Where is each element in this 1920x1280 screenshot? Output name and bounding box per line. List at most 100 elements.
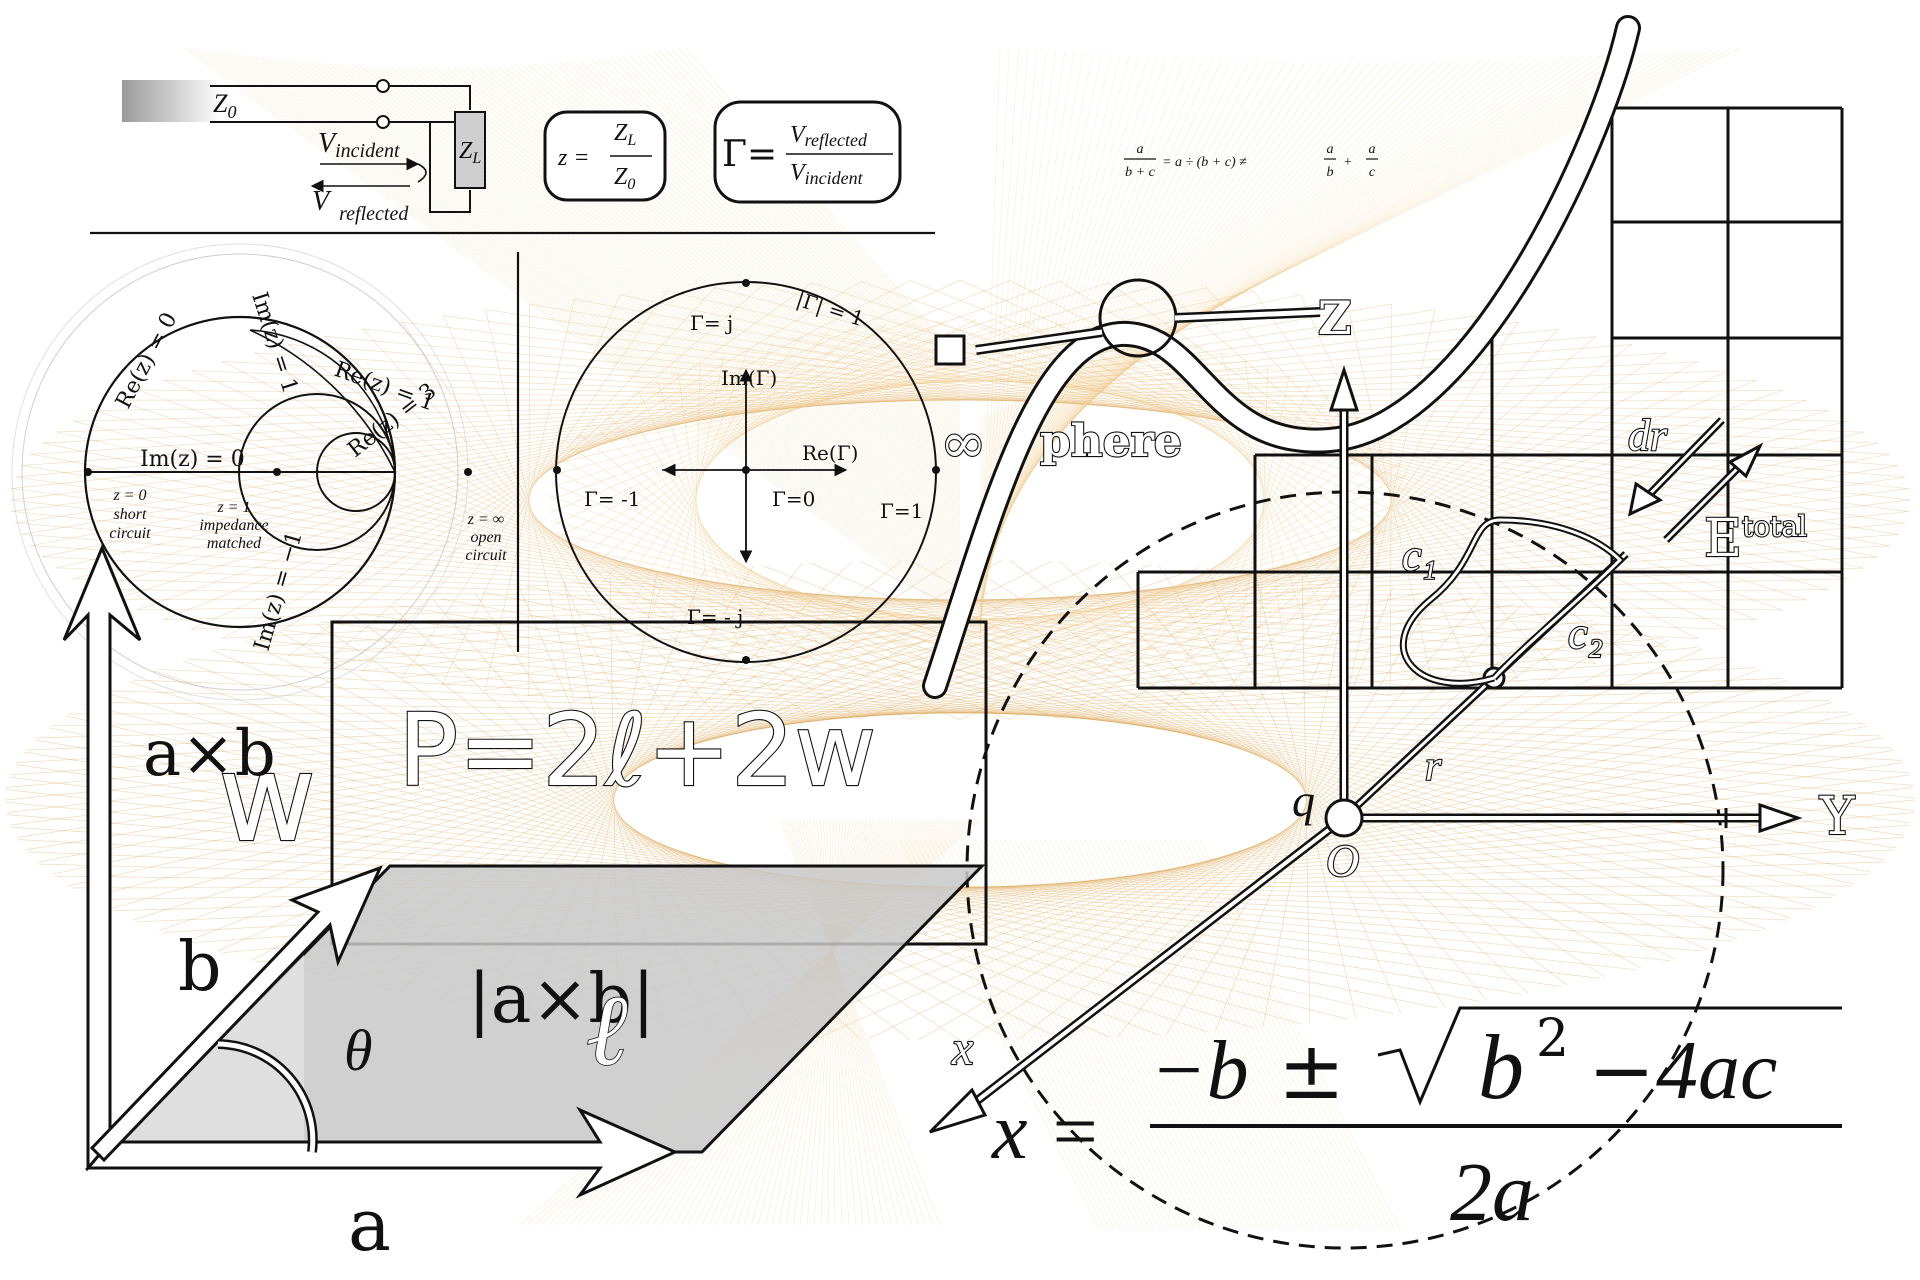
mesh-line: [527, 465, 1899, 697]
mesh-line: [291, 60, 961, 566]
svg-text:matched: matched: [207, 535, 262, 552]
mesh-line: [647, 52, 961, 380]
mesh-line: [979, 55, 1611, 459]
mesh-line: [706, 595, 1345, 640]
svg-text:z = 0: z = 0: [112, 487, 146, 504]
mesh-line: [818, 648, 1703, 1038]
mesh-line: [128, 681, 1256, 1029]
mesh-line: [979, 61, 1445, 509]
mesh-line: [571, 580, 1836, 897]
mesh-line: [1104, 839, 1306, 1231]
mesh-line: [979, 50, 1694, 435]
smith-short-circuit-label: z = 0 short circuit: [109, 487, 151, 542]
mesh-line: [595, 580, 1221, 650]
mesh-line: [860, 560, 1676, 960]
mesh-line: [132, 570, 1248, 921]
mesh-line: [1109, 562, 1488, 1001]
mesh-line: [1157, 284, 1596, 664]
q-label: q: [1292, 775, 1315, 826]
mesh-line: [1084, 839, 1286, 1231]
mesh-line: [837, 537, 1401, 671]
mesh-line: [403, 67, 961, 507]
mesh-line: [401, 290, 668, 679]
mesh-line: [1059, 839, 1261, 1231]
mesh-line: [51, 700, 1830, 727]
mesh-line: [979, 59, 1500, 492]
mesh-line: [528, 303, 530, 697]
mesh-line: [1094, 839, 1296, 1231]
mesh-line: [287, 534, 1899, 656]
mesh-line: [397, 67, 961, 510]
z-axis-label: Z: [1318, 291, 1352, 345]
mesh-line: [622, 55, 961, 393]
mesh-line: [670, 355, 724, 626]
mesh-line: [15, 476, 1436, 691]
mesh-line: [184, 47, 961, 621]
cross-product-diagram: a×b b θ |a×b| ℓ a: [62, 544, 986, 1267]
mesh-line: [1144, 839, 1346, 1231]
mesh-line: [809, 549, 1394, 666]
mesh-line: [761, 564, 1738, 940]
mesh-line: [914, 839, 1116, 1231]
svg-text:short: short: [114, 506, 147, 523]
mesh-line: [672, 49, 961, 367]
mesh-line: [964, 319, 1409, 518]
mesh-line: [582, 568, 1196, 657]
mesh-line: [1204, 328, 1559, 713]
impedance-formula-box: [543, 110, 667, 202]
mesh-line: [979, 58, 1214, 577]
mesh-line: [713, 420, 1847, 713]
mesh-line: [11, 328, 1559, 489]
mesh-line: [591, 422, 848, 672]
mesh-line: [609, 56, 961, 400]
mesh-line: [21, 533, 1632, 656]
svg-text:z = ∞: z = ∞: [467, 511, 504, 528]
mesh-line: [554, 326, 1095, 476]
mesh-line: [254, 352, 861, 720]
mesh-line: [1149, 839, 1351, 1231]
mesh-line: [618, 442, 1878, 706]
mesh-line: [4, 637, 1665, 801]
mesh-line: [979, 61, 1426, 514]
mesh-line: [1131, 415, 1360, 669]
smith-im0-label: Im(z) = 0: [140, 447, 245, 472]
mesh-line: [979, 50, 1685, 437]
sphere-word: phere: [1040, 416, 1182, 467]
mesh-line: [73, 420, 1206, 713]
gamma-lhs: Γ=: [722, 134, 777, 175]
mesh-line: [638, 390, 766, 657]
mesh-line: [1024, 839, 1226, 1231]
mesh-line: [979, 61, 1371, 531]
gamma-minus1-label: Γ= -1: [584, 487, 640, 511]
mesh-line: [191, 279, 961, 630]
mesh-line: [657, 380, 740, 650]
mesh-line: [868, 639, 1670, 1040]
mesh-line: [9, 499, 1519, 679]
mesh-line: [1074, 839, 1276, 1231]
mesh-line: [859, 389, 1783, 720]
mesh-line: [259, 56, 961, 582]
quadratic-denominator: 2a: [1450, 1146, 1534, 1239]
gamma-zero-label: Γ=0: [772, 487, 815, 511]
c2-label: c₂: [1568, 609, 1603, 658]
mesh-line: [979, 53, 1639, 451]
mesh-line: [416, 67, 961, 501]
mesh-line: [92, 409, 1158, 716]
mesh-line: [684, 47, 961, 361]
mesh-line: [979, 61, 1380, 528]
mesh-line: [136, 589, 1828, 611]
mesh-line: [42, 361, 1699, 444]
mesh-line: [764, 343, 1378, 432]
z0-label: Z0: [213, 89, 236, 122]
mesh-line: [1009, 560, 1568, 986]
mesh-line: [37, 597, 1474, 863]
mesh-line: [284, 629, 1915, 811]
mesh-line: [979, 54, 1620, 457]
mesh-line: [1114, 839, 1316, 1231]
mesh-line: [979, 60, 1260, 564]
mesh-line: [1079, 839, 1281, 1231]
mesh-line: [1390, 303, 1392, 697]
mesh-line: [73, 379, 1758, 422]
mesh-line: [989, 839, 1191, 1231]
